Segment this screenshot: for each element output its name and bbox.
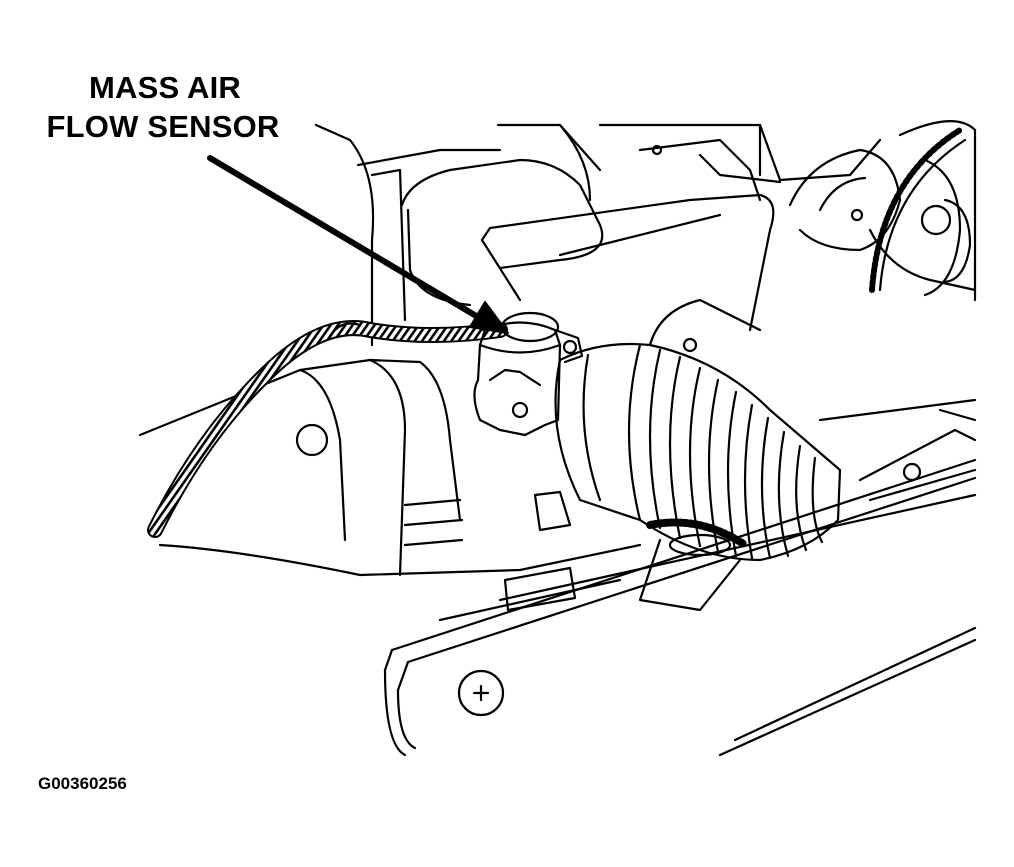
resonator-body <box>598 120 977 302</box>
frame-rail <box>383 398 977 757</box>
hose-clamp <box>638 518 749 612</box>
wiring-harness <box>147 320 508 538</box>
callout-arrow <box>207 155 509 334</box>
bulkhead-outline <box>314 123 602 347</box>
callout-label-line2: FLOW SENSOR <box>46 109 280 144</box>
frame-bolt <box>457 669 505 717</box>
ring-gear <box>869 127 967 293</box>
callout-label-line1: MASS AIR <box>88 70 241 105</box>
air-cleaner-box <box>138 358 642 612</box>
mass-air-flow-sensor <box>473 311 584 437</box>
airbox-housing <box>400 158 775 332</box>
figure-id: G00360256 <box>38 774 127 793</box>
